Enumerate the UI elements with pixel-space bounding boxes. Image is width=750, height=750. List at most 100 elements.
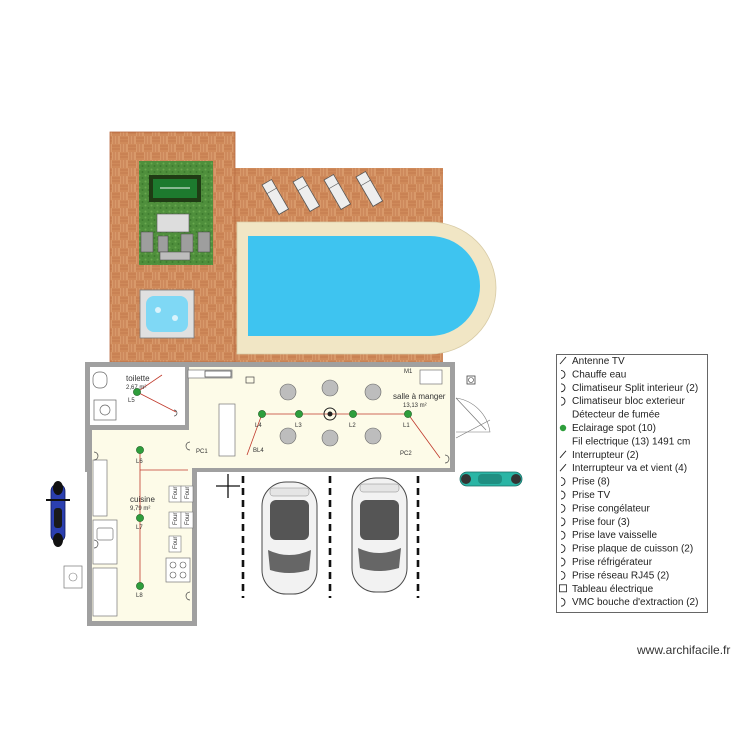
spot-light-icon — [133, 388, 412, 590]
cooktop-outlet-icon — [560, 544, 566, 554]
light-label: L1 — [403, 423, 410, 429]
outlet-label: PC2 — [400, 451, 412, 457]
legend-item: Interrupteur va et vient (4) — [559, 463, 687, 474]
legend-label: Prise réfrigérateur — [572, 557, 653, 568]
outdoor-ac-icon — [466, 375, 476, 385]
tv-outlet-icon — [560, 490, 566, 500]
legend-label: Prise congélateur — [572, 503, 650, 514]
legend-item: Prise réfrigérateur — [560, 557, 653, 568]
light-label: L6 — [136, 459, 143, 465]
legend-label: Antenne TV — [572, 356, 625, 367]
sun-loungers — [261, 170, 384, 215]
oven-label: Four — [173, 487, 179, 499]
car — [351, 477, 408, 593]
outdoor-utility — [63, 565, 83, 589]
scooter — [459, 471, 523, 487]
room-area-toilette: 2,67 m² — [126, 385, 146, 391]
legend-label: Interrupteur va et vient (4) — [572, 463, 687, 474]
rj45-outlet-icon — [560, 570, 566, 580]
electrical-wires — [136, 374, 441, 586]
dishwasher-outlet-icon — [560, 530, 566, 540]
oven-label: Four — [173, 537, 179, 549]
parking-spot-marker — [216, 474, 240, 498]
legend-item: Prise plaque de cuisson (2) — [560, 544, 693, 555]
light-label: L8 — [136, 593, 143, 599]
legend-item: Climatiseur bloc exterieur — [560, 396, 685, 407]
outdoor-ac-icon — [560, 396, 566, 406]
legend-item: Prise four (3) — [560, 517, 630, 528]
outlet-icon — [560, 477, 566, 487]
split-ac-icon — [560, 383, 566, 393]
pool-table — [149, 175, 201, 202]
room-name-cuisine: cuisine — [130, 495, 155, 504]
legend-label: Détecteur de fumée — [572, 410, 660, 421]
legend-item: Prise TV — [560, 490, 610, 501]
legend-label: Climatiseur bloc exterieur — [572, 396, 685, 407]
legend-item: Prise réseau RJ45 (2) — [560, 570, 669, 581]
light-label: L7 — [136, 525, 143, 531]
switch-icon — [559, 450, 567, 459]
room-area-salle: 13,13 m² — [403, 403, 427, 409]
legend-item: Interrupteur (2) — [559, 450, 639, 461]
legend-label: Prise plaque de cuisson (2) — [572, 544, 693, 555]
legend-label: Fil electrique (13) 1491 cm — [572, 436, 690, 447]
legend-item: Fil electrique (13) 1491 cm — [572, 436, 690, 447]
oven-label: Four — [185, 513, 191, 525]
legend-item: Chauffe eau — [560, 369, 626, 380]
light-label: L3 — [295, 423, 302, 429]
water-heater-icon — [560, 369, 566, 379]
legend-item: Prise (8) — [560, 477, 610, 488]
light-label: L5 — [128, 398, 135, 404]
kitchen-counter — [92, 459, 191, 617]
dining-chairs — [279, 379, 382, 447]
watermark: www.archifacile.fr — [636, 643, 730, 657]
legend-item: Antenne TV — [559, 356, 625, 367]
room-area-cuisine: 9,79 m² — [130, 506, 150, 512]
parking-lines — [241, 476, 420, 598]
swimming-pool — [236, 221, 497, 355]
legend-label: Prise réseau RJ45 (2) — [572, 570, 669, 581]
split-ac-icon — [204, 370, 255, 384]
electrical-panel-icon — [559, 584, 567, 593]
oven-outlet-icon — [560, 517, 566, 527]
spot-light-icon — [559, 424, 567, 432]
legend-item: Tableau électrique — [559, 584, 654, 595]
legend-item: Détecteur de fumée — [572, 410, 660, 421]
two-way-switch-icon — [559, 463, 567, 472]
car — [261, 481, 318, 595]
smoke-detector-icon — [323, 407, 337, 421]
oven-label: Four — [185, 487, 191, 499]
jacuzzi — [139, 289, 195, 339]
light-label: L2 — [349, 423, 356, 429]
legend-label: Prise TV — [572, 490, 610, 501]
vmc-icon — [560, 597, 566, 607]
legend-label: Prise (8) — [572, 477, 610, 488]
toilet-fixtures — [92, 371, 117, 421]
legend-label: Prise four (3) — [572, 517, 630, 528]
oven-label: Four — [173, 513, 179, 525]
outlet-label: BL4 — [253, 448, 264, 454]
freezer-outlet-icon — [560, 503, 566, 513]
antenna-icon — [559, 356, 567, 365]
legend-label: VMC bouche d'extraction (2) — [572, 597, 698, 608]
legend-item: Prise congélateur — [560, 503, 650, 514]
outlet-label: M1 — [404, 369, 413, 375]
room-name-toilette: toilette — [126, 374, 150, 383]
legend-item: VMC bouche d'extraction (2) — [560, 597, 698, 608]
legend-label: Tableau électrique — [572, 584, 654, 595]
door-swing — [455, 397, 491, 439]
legend-item: Prise lave vaisselle — [560, 530, 657, 541]
light-label: L4 — [255, 423, 262, 429]
legend-label: Climatiseur Split interieur (2) — [572, 383, 698, 394]
oven-units — [168, 485, 194, 553]
garden-furniture — [140, 213, 211, 261]
legend-label: Eclairage spot (10) — [572, 423, 656, 434]
room-name-salle: salle à manger — [393, 392, 446, 401]
outlet-label: PC1 — [196, 449, 208, 455]
legend-label: Chauffe eau — [572, 369, 626, 380]
legend-label: Prise lave vaisselle — [572, 530, 657, 541]
fridge-outlet-icon — [560, 557, 566, 567]
house-walls — [85, 362, 455, 626]
